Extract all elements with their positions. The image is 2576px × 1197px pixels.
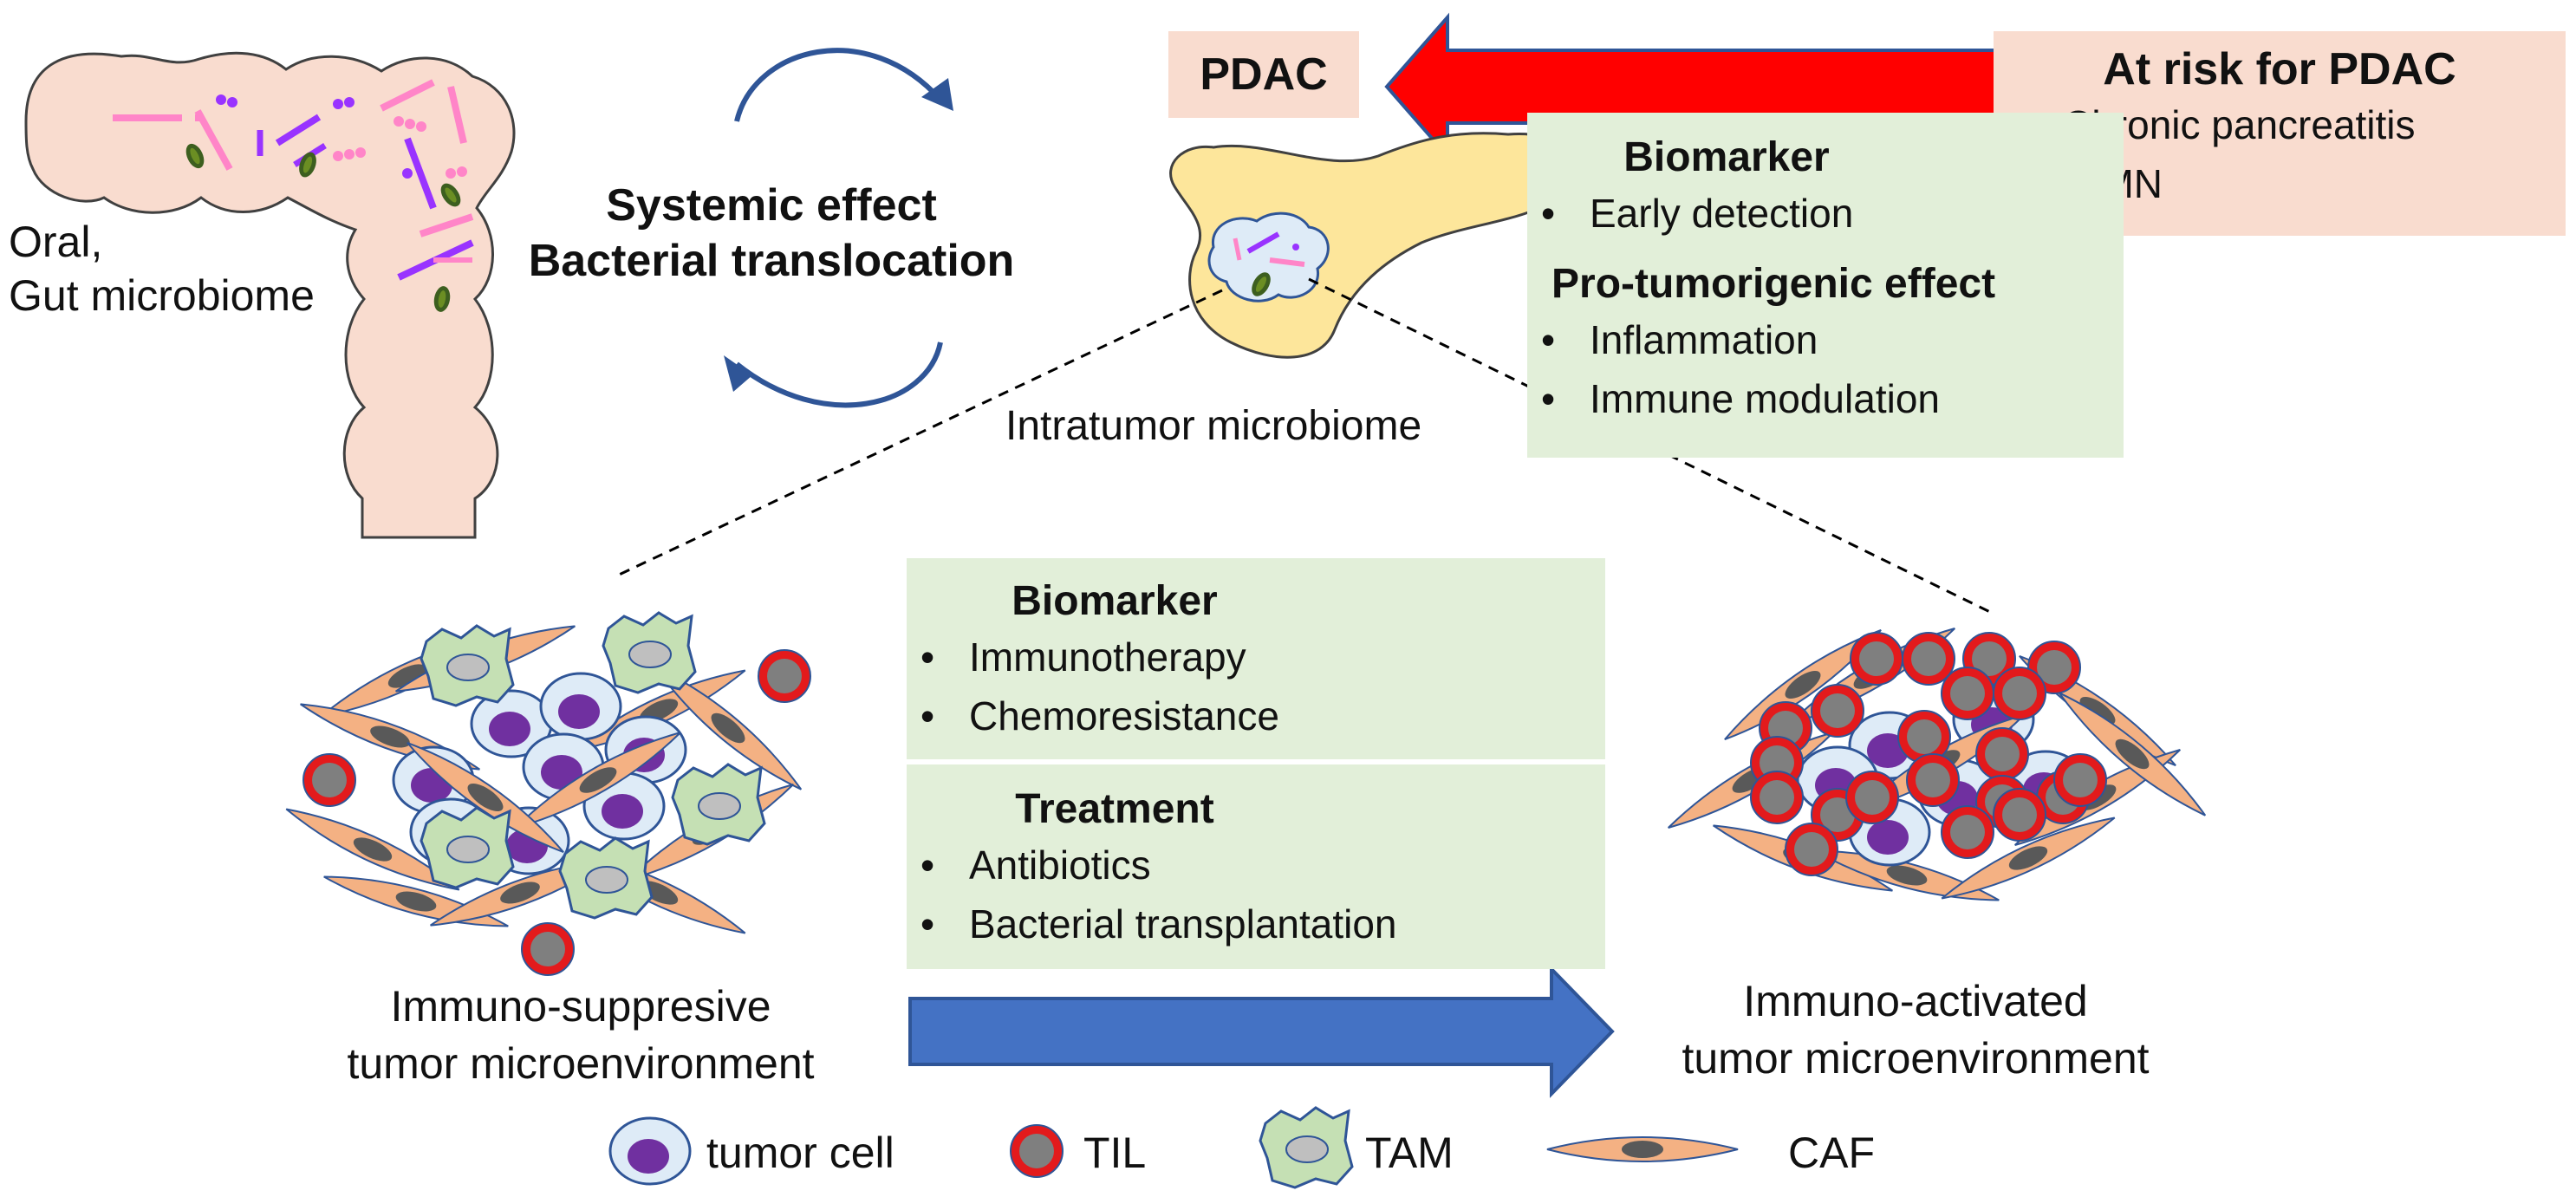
immunosuppressive-tme-cluster bbox=[280, 611, 811, 976]
treatment-list: Antibiotics Bacterial transplantation bbox=[907, 836, 1605, 953]
biomarker-item: Immunotherapy bbox=[907, 628, 1605, 686]
legend-tam-icon bbox=[1259, 1106, 1354, 1189]
at-risk-heading: At risk for PDAC bbox=[2103, 44, 2456, 94]
blue-arrow-icon bbox=[908, 965, 1615, 1098]
center-biomarker-list: Immunotherapy Chemoresistance bbox=[907, 628, 1605, 745]
systemic-effect-label: Systemic effect Bacterial translocation bbox=[528, 180, 1015, 286]
oral-gut-label: Oral, Gut microbiome bbox=[9, 218, 315, 320]
gut-microbiome-illustration bbox=[24, 51, 516, 539]
biomarker-item: Chemoresistance bbox=[907, 686, 1605, 745]
pro-tumorigenic-heading: Pro-tumorigenic effect bbox=[1551, 261, 1996, 307]
intratumor-microbiome-label: Intratumor microbiome bbox=[1005, 403, 1422, 449]
treatment-heading: Treatment bbox=[1015, 786, 1214, 832]
legend-label-caf: CAF bbox=[1788, 1129, 1875, 1177]
pro-tumorigenic-list: Inflammation Immune modulation bbox=[1527, 310, 2124, 428]
pancreas-biomarker-heading: Biomarker bbox=[1623, 134, 1830, 180]
legend-label-tumor-cell: tumor cell bbox=[706, 1129, 894, 1177]
circular-arrows-icon bbox=[734, 48, 943, 408]
pdac-box: PDAC bbox=[1168, 31, 1359, 118]
effect-item: Immune modulation bbox=[1527, 369, 2124, 428]
legend-label-tam: TAM bbox=[1365, 1129, 1454, 1177]
effect-item: Inflammation bbox=[1527, 310, 2124, 369]
legend-tumor-cell-icon bbox=[608, 1116, 692, 1186]
pdac-label: PDAC bbox=[1200, 49, 1328, 100]
immunosuppressive-tme-label: Immuno-suppresive tumor microenvironment bbox=[347, 982, 815, 1088]
immunoactivated-tme-cluster bbox=[1661, 616, 2215, 913]
legend-til-icon bbox=[1010, 1124, 1064, 1178]
biomarker-item: Early detection bbox=[1527, 184, 2124, 243]
legend-caf-icon bbox=[1546, 1136, 1739, 1162]
center-treatment-box: Treatment Antibiotics Bacterial transpla… bbox=[907, 764, 1605, 969]
immunoactivated-tme-label: Immuno-activated tumor microenvironment bbox=[1682, 977, 2150, 1083]
legend-label-til: TIL bbox=[1083, 1129, 1147, 1177]
treatment-item: Antibiotics bbox=[907, 836, 1605, 894]
pancreas-illustration bbox=[1169, 132, 1576, 359]
center-biomarker-heading: Biomarker bbox=[1012, 578, 1218, 624]
pancreas-info-box: Biomarker Early detection Pro-tumorigeni… bbox=[1527, 113, 2124, 458]
pancreas-biomarker-list: Early detection bbox=[1527, 184, 2124, 243]
treatment-item: Bacterial transplantation bbox=[907, 894, 1605, 953]
dashed-connector-left bbox=[615, 289, 1223, 578]
center-biomarker-box: Biomarker Immunotherapy Chemoresistance bbox=[907, 558, 1605, 759]
